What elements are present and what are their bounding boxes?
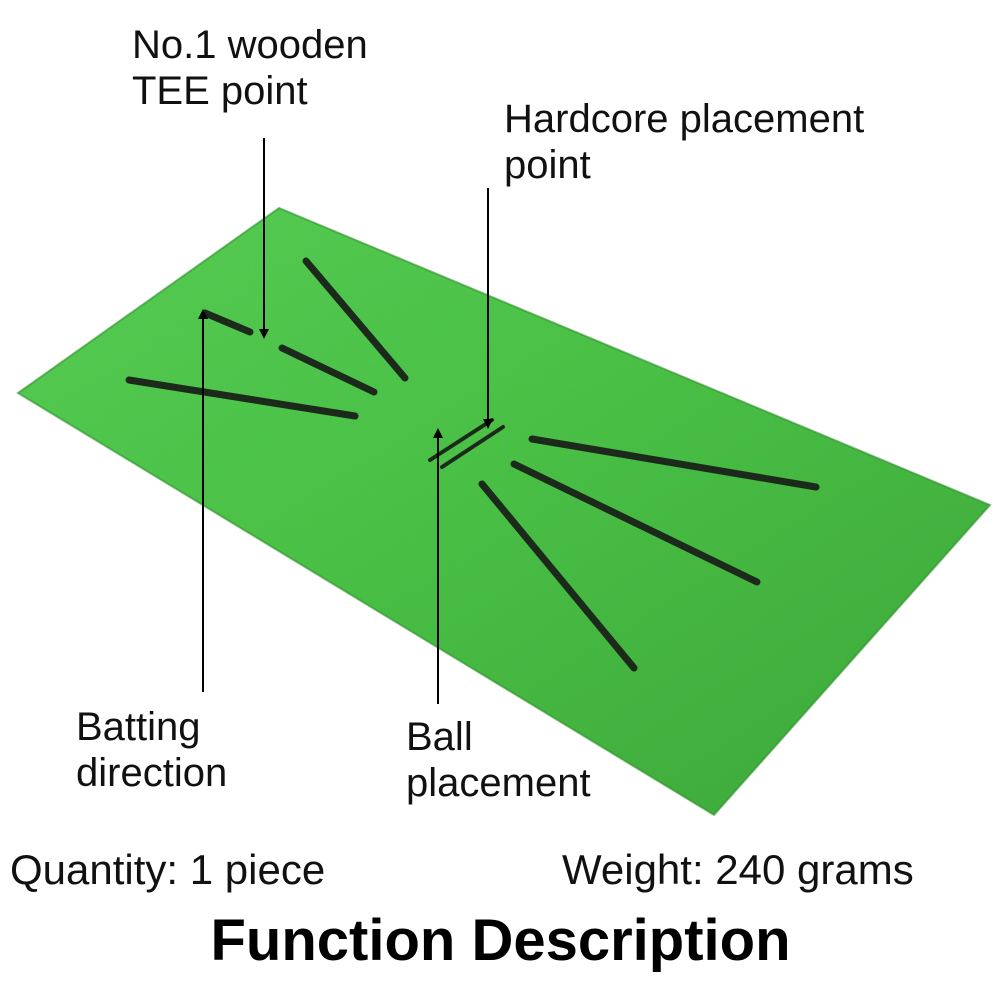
slot-right-horizontal (528, 435, 820, 491)
slot-upper-left-diagonal (302, 257, 409, 382)
page-title: Function Description (210, 908, 791, 973)
golf-mat-edge (16, 206, 992, 817)
hardcore-slots (428, 418, 505, 469)
hardcore-slot-2 (440, 425, 505, 469)
slot-lower-right-diagonal (478, 480, 638, 672)
slot-tee-line (201, 309, 254, 336)
quantity-spec: Quantity: 1 piece (10, 846, 326, 893)
ball-placement-label: Ball placement (406, 714, 591, 806)
ball-placement-label-line-2: placement (406, 761, 591, 805)
slot-upper-middle (278, 344, 378, 396)
batting-direction-label-line-1: Batting (76, 705, 201, 749)
hardcore-placement-label-line-2: point (504, 143, 591, 187)
mat-slots (125, 257, 820, 672)
hardcore-placement-label-line-1: Hardcore placement (504, 97, 865, 141)
hardcore-placement-label: Hardcore placement point (504, 96, 864, 188)
callout-arrows (198, 138, 493, 704)
hardcore-slot-1 (428, 418, 494, 462)
slot-right-middle (510, 460, 761, 586)
slot-left-horizontal (125, 376, 359, 420)
tee-point-label-line-2: TEE point (132, 69, 308, 113)
batting-direction-label: Batting direction (76, 704, 227, 796)
batting-direction-label-line-2: direction (76, 751, 228, 795)
tee-point-label-line-1: No.1 wooden (132, 23, 368, 67)
ball-placement-label-line-1: Ball (406, 715, 473, 759)
tee-point-label: No.1 wooden TEE point (132, 22, 368, 114)
weight-spec: Weight: 240 grams (562, 846, 914, 893)
